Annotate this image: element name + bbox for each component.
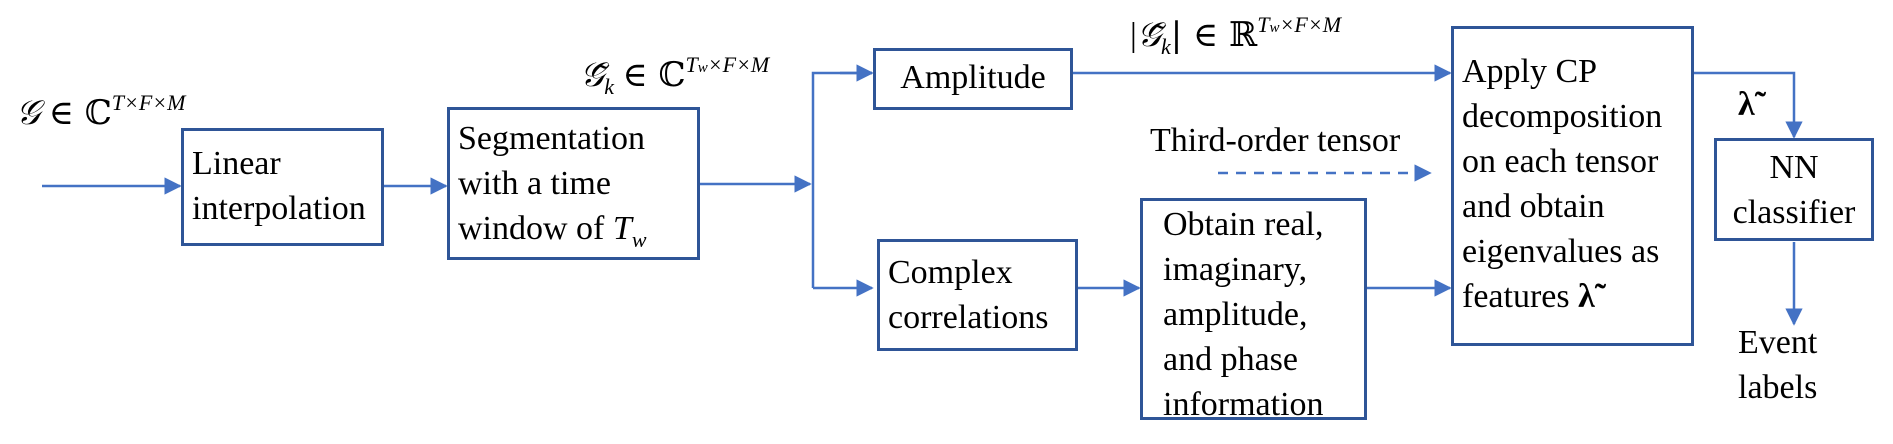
box-text-line: Obtain real, [1163,206,1324,243]
segment-dims: T [685,52,698,77]
linear-interpolation-box: Linear interpolation [181,128,384,246]
box-text-line: information [1163,386,1324,423]
box-text-line: with a time [458,165,611,202]
amplitude-dims-rest: ×F×M [1279,12,1342,37]
box-text-line: Amplitude [900,59,1046,96]
segmentation-box: Segmentation with a time window of Tw [447,107,700,260]
input-symbol: 𝒢 [16,95,41,132]
window-symbol: T [612,210,632,247]
obtain-info-box: Obtain real, imaginary, amplitude, and p… [1140,198,1367,423]
event-labels-line: labels [1738,369,1818,406]
segment-sub: k [604,74,614,99]
box-text-prefix: features [1462,278,1579,315]
box-text-line: Complex [888,254,1013,291]
box-text-line: features λ̃ [1462,274,1683,319]
nn-classifier-box: NN classifier [1714,138,1874,241]
segment-dims-sub: w [697,60,708,76]
input-set: ∈ ℂ [48,93,112,133]
box-text-prefix: window of [458,210,613,247]
box-text-line: Apply CP [1462,53,1598,90]
window-subscript: w [631,227,647,252]
amplitude-open: | [1130,17,1137,54]
box-text-line: amplitude, [1163,296,1308,333]
amplitude-tensor-label: |𝒢̃k| ∈ ℝTw×F×M [1130,12,1341,60]
box-text-line: classifier [1732,194,1856,231]
box-text-line: correlations [888,299,1049,336]
arrow-cp-to-nn [1694,71,1803,139]
input-dims: T×F×M [111,90,186,115]
box-text-line: eigenvalues as [1462,233,1660,270]
lambda-label: λ̃ [1738,86,1755,123]
box-text-line: Linear [192,145,281,182]
segment-symbol: 𝒢̃ [580,57,605,94]
box-text-line: and obtain [1462,188,1605,225]
amplitude-sub: k [1161,34,1171,59]
event-labels: Event labels [1738,320,1817,410]
box-text-line: window of Tw [458,206,689,262]
amplitude-close: | ∈ ℝ [1170,15,1258,55]
branch-connector [811,71,872,288]
box-text-line: interpolation [192,190,366,227]
cp-decomposition-box: Apply CP decomposition on each tensor an… [1451,26,1694,346]
box-text-line: imaginary, [1163,251,1308,288]
amplitude-symbol: 𝒢̃ [1136,17,1162,54]
box-text-line: decomposition [1462,98,1663,135]
complex-correlations-box: Complex correlations [877,239,1078,351]
box-text-line: Segmentation [458,120,645,157]
amplitude-dims: T [1257,12,1270,37]
box-text-line: and phase [1163,341,1299,378]
third-order-tensor-label: Third-order tensor [1150,122,1401,159]
features-lambda-symbol: λ̃ [1578,278,1595,315]
segment-dims-rest: ×F×M [707,52,770,77]
amplitude-dims-sub: w [1269,20,1280,36]
box-text-line: on each tensor [1462,143,1659,180]
box-text-line: NN [1769,149,1819,186]
segment-tensor-label: 𝒢̃k ∈ ℂTw×F×M [580,52,769,100]
segment-set: ∈ ℂ [622,55,686,95]
event-labels-line: Event [1738,324,1818,361]
amplitude-box: Amplitude [873,48,1073,110]
input-tensor-label: 𝒢 ∈ ℂT×F×M [16,90,185,133]
